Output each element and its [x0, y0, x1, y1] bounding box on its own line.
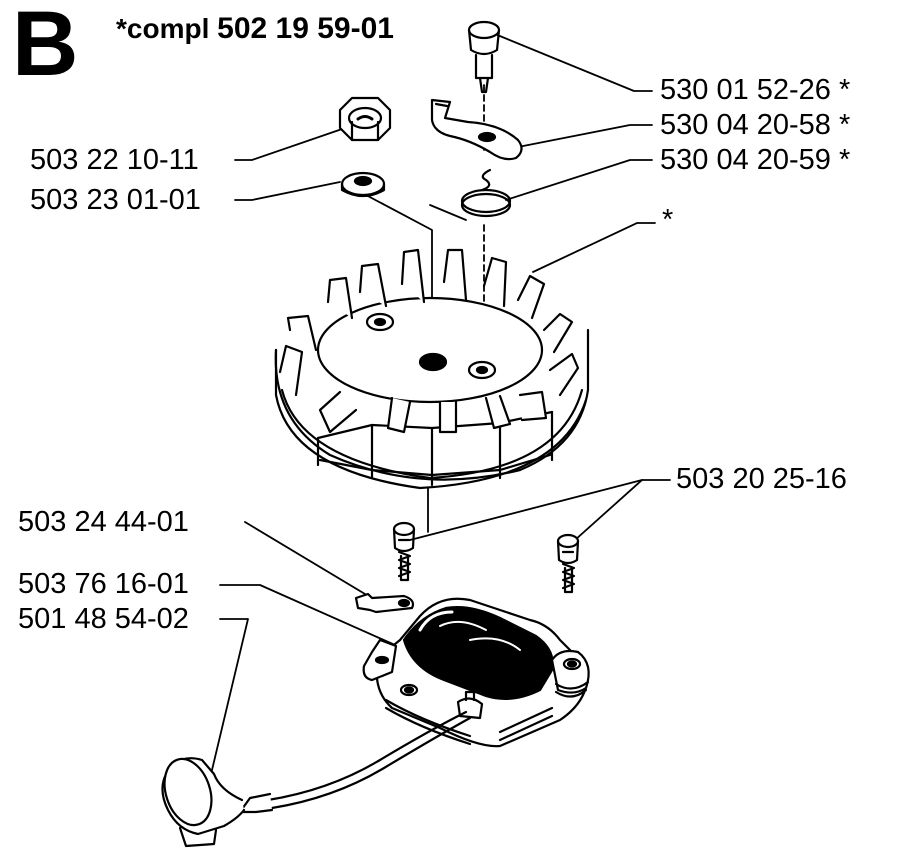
part-label-p5: 503 22 10-11 [30, 144, 199, 176]
spark-plug-boot [161, 710, 472, 848]
leader-p10 [211, 618, 249, 771]
compl-number: 502 19 59-01 [217, 12, 394, 45]
leader-p9 [219, 584, 396, 646]
part-label-p7: 503 20 25-16 [676, 463, 847, 495]
leader-p4 [532, 222, 656, 273]
leader-p2 [512, 124, 653, 149]
leader-p1 [489, 31, 653, 92]
ignition-module [362, 597, 590, 748]
part-label-p6: 503 23 01-01 [30, 184, 201, 216]
leader-p5 [234, 127, 346, 161]
leader-p3 [505, 159, 653, 201]
screw-right [556, 533, 580, 594]
knob-pin [467, 20, 501, 94]
part-label-p10: 501 48 54-02 [18, 603, 189, 635]
compl-prefix: *compl [116, 13, 210, 44]
nut [338, 96, 392, 142]
part-label-p1: 530 01 52-26 * [660, 74, 851, 106]
cable-terminal [354, 592, 415, 614]
part-label-p9: 503 76 16-01 [18, 568, 189, 600]
part-label-p2: 530 04 20-58 * [660, 109, 851, 141]
leader-p6 [234, 181, 341, 201]
screw-left [392, 521, 416, 582]
part-label-p8: 503 24 44-01 [18, 506, 189, 538]
flywheel [274, 248, 590, 490]
axis-line-pawl [429, 204, 467, 221]
pawl-spring [460, 168, 512, 218]
part-label-p4: * [662, 204, 674, 236]
leader-p8 [244, 521, 376, 601]
part-label-p3: 530 04 20-59 * [660, 144, 851, 176]
washer [340, 171, 386, 198]
leader-p7b [574, 479, 643, 541]
section-letter: B [12, 0, 78, 95]
complete-assembly-number: *compl 502 19 59-01 [116, 14, 394, 44]
pawl [430, 98, 523, 161]
